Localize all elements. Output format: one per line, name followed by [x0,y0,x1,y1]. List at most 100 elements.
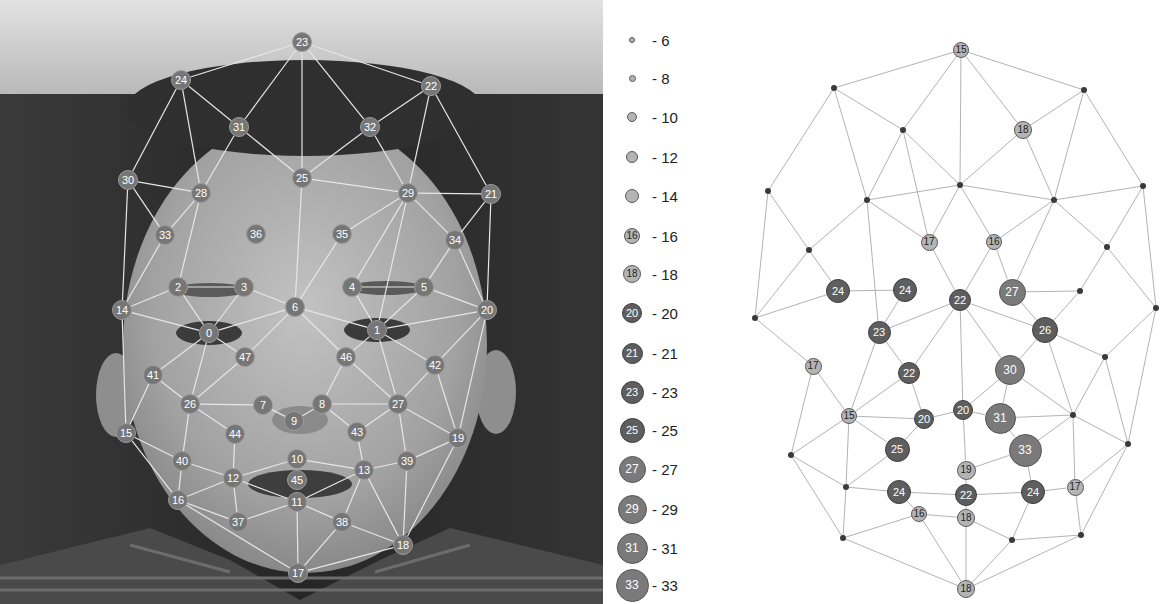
mesh-edge [433,290,477,306]
graph-edge [890,304,950,328]
node-number: 14 [116,305,128,316]
landmark-point: 38 [332,512,352,532]
graph-node: 25 [885,437,910,462]
swatch-number: 29 [625,503,638,515]
node-number: 26 [184,399,196,410]
node-number: 43 [351,427,363,438]
node-number: 47 [239,352,251,363]
mesh-edge [405,372,428,396]
mesh-edge [184,295,204,324]
mesh-edge [400,414,406,451]
node-number: 19 [452,433,464,444]
landmark-point: 28 [191,183,211,203]
mesh-edge [384,294,416,323]
mesh-edge [187,505,290,568]
landmark-point: 27 [388,394,408,414]
legend-text: - 16 [652,229,678,244]
mesh-edge [122,320,125,423]
mesh-edge [217,339,236,352]
landmark-point: 4 [342,277,362,297]
swatch-number: 23 [626,387,638,398]
graph-node: 17 [1067,479,1084,496]
landmark-point: 11 [287,492,307,512]
graph-node: 15 [841,408,857,424]
landmark-point: 35 [332,224,352,244]
mesh-edge [438,375,455,429]
landmark-point: 0 [199,323,219,343]
mesh-edge [245,50,296,119]
graph-edge [852,343,875,409]
graph-node: 22 [955,484,977,506]
legend-text: - 27 [652,462,678,477]
landmark-point: 39 [397,451,417,471]
mesh-edge [187,503,228,518]
node-number: 44 [229,429,241,440]
landmark-point: 19 [448,428,468,448]
graph-edge [970,304,1032,326]
graph-node: 19 [957,461,976,480]
legend-text: - 21 [652,346,678,361]
node-number: 22 [903,368,915,379]
landmark-point: 15 [116,423,136,443]
mesh-edge [418,193,481,195]
swatch-number: 18 [626,269,637,279]
graph-node: 24 [1021,480,1045,504]
mesh-edge [332,403,388,404]
mesh-edge [410,96,429,183]
landmark-point: 23 [292,32,312,52]
node-number: 30 [122,175,134,186]
landmark-point: 3 [234,277,254,297]
mesh-edge [430,248,450,278]
swatch-number: 21 [626,348,638,359]
node-number: 15 [120,428,132,439]
node-number: 18 [1017,125,1028,135]
node-number: 30 [1003,364,1016,376]
node-number: 11 [291,497,302,508]
swatch-number: 25 [626,425,638,436]
mesh-edge [296,188,302,297]
mesh-edge [436,95,486,186]
graph-node: 15 [953,42,969,58]
graph-node: 24 [887,480,911,504]
landmark-point: 29 [398,183,418,203]
graph-node: 30 [995,355,1025,385]
landmark-point: 6 [285,297,305,317]
mesh-edge [192,464,224,475]
mesh-edge [346,479,360,513]
node-number: 45 [291,475,303,486]
node-number: 1 [374,325,380,336]
node-number: 22 [954,295,966,306]
landmark-point: 10 [287,449,307,469]
mesh-edge [353,364,390,398]
graph-edge [966,309,1001,358]
mesh-edge [357,202,403,279]
node-number: 22 [960,490,972,501]
node-number: 33 [1018,444,1031,456]
graph-edge [934,412,954,417]
mesh-edge [248,505,288,519]
mesh-edge [138,182,191,191]
node-number: 24 [175,75,187,86]
graph-edge [927,515,957,518]
node-number: 38 [336,517,348,528]
mesh-edge [404,471,407,535]
landmark-point: 16 [168,490,188,510]
mesh-edge [206,136,234,185]
mesh-edge [351,198,400,228]
node-number: 17 [807,361,818,371]
mesh-edge [308,548,394,571]
landmark-point: 30 [118,170,138,190]
node-number: 39 [401,456,413,467]
swatch-number: 31 [625,542,638,554]
mesh-edge [306,474,355,497]
node-number: 20 [481,305,493,316]
node-number: 34 [449,235,461,246]
mesh-edge [362,286,414,287]
mesh-edge [183,414,188,451]
node-number: 7 [260,400,266,411]
mesh-edge [180,203,198,278]
legend-text: - 23 [652,385,678,400]
swatch-number: 33 [625,579,638,591]
mesh-edge [188,286,234,287]
node-number: 46 [340,352,352,363]
